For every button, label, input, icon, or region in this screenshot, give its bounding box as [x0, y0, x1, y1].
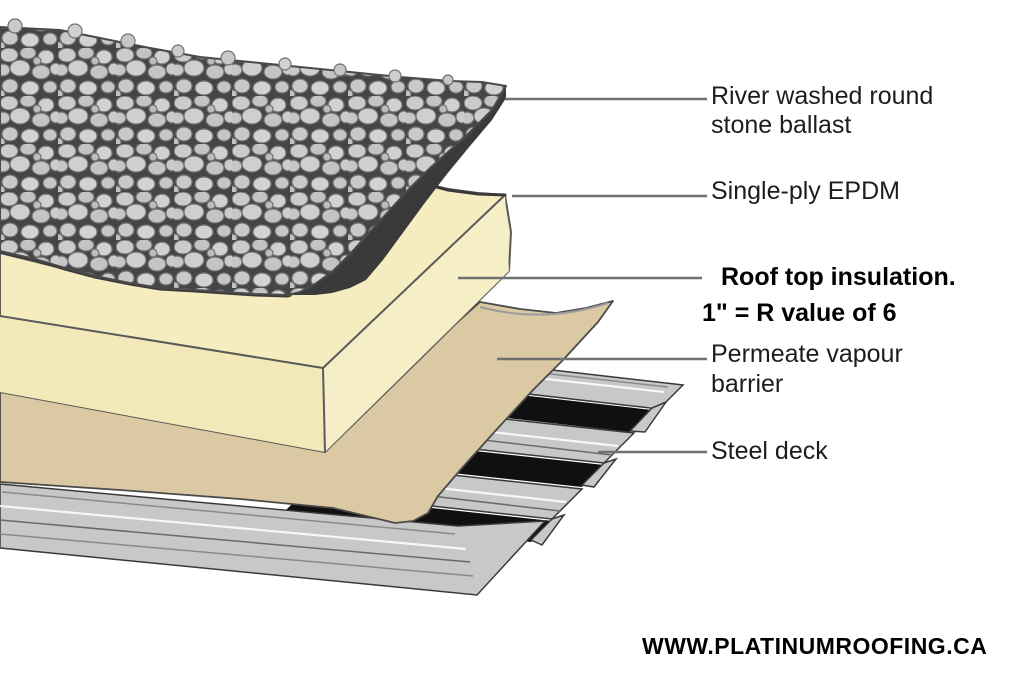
vapour-barrier-layer	[0, 300, 614, 524]
edge-pebble	[278, 57, 292, 71]
label-steel-deck: Steel deck	[711, 437, 828, 465]
leader-lines	[458, 97, 707, 454]
edge-pebble	[388, 69, 402, 83]
edge-pebble	[7, 18, 23, 34]
label-vapour-line1: Permeate vapour	[711, 340, 903, 368]
label-insulation-line2: 1" = R value of 6	[702, 299, 897, 327]
label-ballast-line2: stone ballast	[711, 111, 851, 139]
edge-pebble	[171, 44, 185, 58]
deck-web-1	[628, 400, 669, 433]
label-insulation-line1: Roof top insulation.	[721, 263, 956, 291]
label-ballast-line1: River washed round	[711, 82, 933, 110]
insulation-corner-edge	[322, 367, 326, 453]
label-vapour-line2: barrier	[711, 370, 783, 398]
gravel-field	[0, 26, 507, 296]
insulation-top-front-edge	[0, 315, 324, 369]
membrane-edge-on-insulation	[412, 179, 507, 197]
insulation-top-right-edge	[322, 194, 506, 369]
edge-pebble	[67, 23, 83, 39]
edge-pebble	[120, 33, 136, 49]
deck-web-2	[580, 457, 619, 488]
edge-pebble	[220, 50, 236, 66]
vapour-barrier-sheet	[0, 300, 614, 524]
edge-pebble	[442, 74, 454, 86]
insulation-right-face	[323, 195, 509, 452]
label-epdm: Single-ply EPDM	[711, 177, 900, 205]
edge-pebble	[333, 63, 347, 77]
watermark: WWW.PLATINUMROOFING.CA	[642, 633, 987, 659]
barrier-curl-highlight	[479, 302, 609, 316]
insulation-front-face	[0, 316, 325, 452]
gravel-ballast-layer	[0, 18, 507, 296]
callout-labels: River washed round stone ballast Single-…	[702, 82, 956, 465]
deck-web-3	[529, 513, 566, 546]
